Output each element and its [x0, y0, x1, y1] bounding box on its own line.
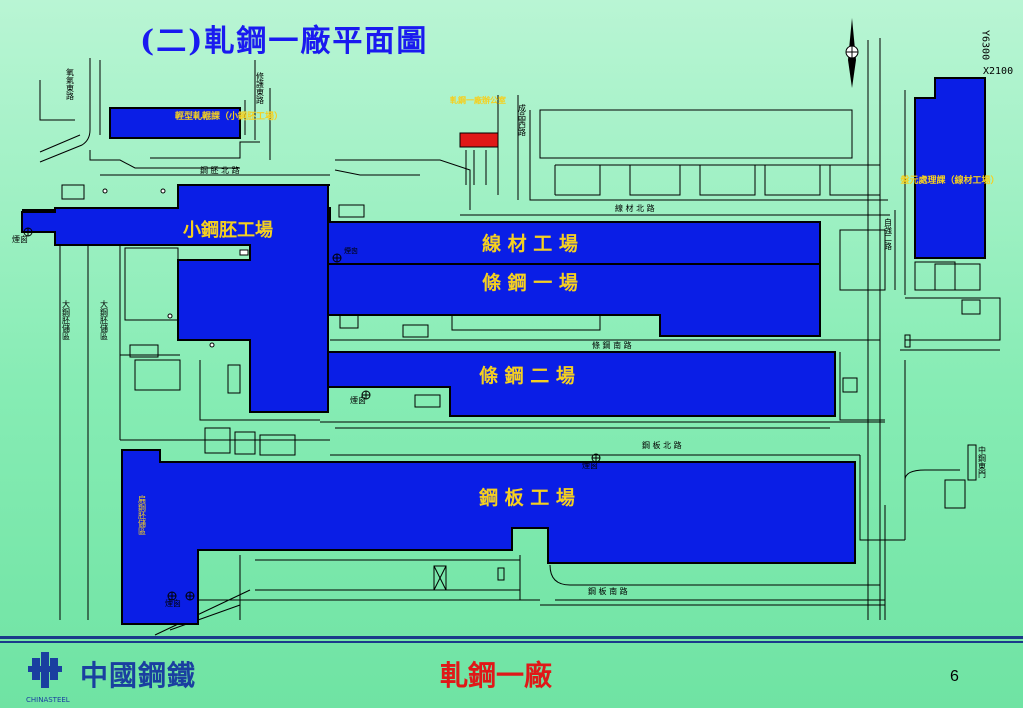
road-zigiang2: 自強二路: [884, 217, 893, 250]
company-name: 中國鋼鐵: [80, 659, 197, 692]
office-building: [459, 132, 499, 148]
compass-icon: [845, 18, 859, 88]
label-plate: 鋼 板 工 場: [478, 486, 575, 509]
plant-map: 輕型軋輥課（小鋼胚工場） 小鋼胚工場 線 材 工 場 條 鋼 一 場 條 鋼 二…: [12, 18, 1013, 636]
label-small-billet: 小鋼胚工場: [183, 219, 273, 241]
road-repair-east: 修護東路: [256, 71, 265, 104]
label-small-billet-office: 輕型軋輥課（小鋼胚工場）: [175, 110, 283, 122]
building-plate: [121, 449, 856, 625]
chimney-label-3: 煙囪: [350, 395, 366, 405]
chimney-label-4: 煙囪: [582, 460, 598, 470]
road-wire-north: 線 材 北 路: [615, 203, 655, 213]
chimney-label-2: 煙囪: [344, 246, 358, 255]
chinasteel-logo-icon: [28, 652, 62, 688]
label-coil: 盤元處理課（線材工場）: [899, 174, 999, 186]
label-office: 軋鋼一廠辦公室: [450, 95, 506, 105]
label-bar1: 條 鋼 一 場: [482, 271, 578, 294]
building-small-billet-office: [109, 107, 241, 139]
footer-line-2: [0, 641, 1023, 643]
road-cs-east-gate: 中鋼東門: [978, 445, 987, 479]
road-plate-south: 鋼 板 南 路: [588, 586, 628, 596]
blue-buildings: [21, 77, 986, 625]
building-coil: [914, 77, 986, 259]
road-product-west: 成品西路: [518, 103, 527, 136]
area-flat-yard: 扁鋼胚儲區: [138, 494, 147, 535]
road-bar-south: 條 鋼 南 路: [592, 340, 632, 350]
footer-line: [0, 636, 1023, 639]
label-bar2: 條 鋼 二 場: [479, 364, 575, 387]
company-name-en: CHINASTEEL: [26, 696, 70, 704]
building-bar1: [327, 263, 821, 337]
footer-plant-name: 軋鋼一廠: [440, 659, 553, 692]
chimney-label-5: 煙囪: [165, 598, 181, 608]
road-plate-north: 鋼 板 北 路: [642, 440, 682, 450]
chimney-icons: [23, 227, 601, 601]
building-bar2: [327, 351, 836, 417]
page-title: (二)軋鋼一廠平面圖: [140, 24, 429, 59]
area-yard2: 大鋼胚儲區: [100, 299, 109, 340]
label-wire-rod: 線 材 工 場: [482, 232, 578, 255]
coord-y: Y6300: [980, 30, 991, 60]
road-billet-north: 鋼 胚 北 路: [200, 165, 240, 175]
page-number: 6: [950, 668, 959, 685]
road-oxygen-east: 氧氣東路: [66, 67, 75, 100]
coord-x: X2100: [983, 66, 1013, 77]
chimney-label-1: 煙囪: [12, 234, 28, 244]
area-yard1: 大鋼胚儲區: [62, 299, 71, 340]
building-small-billet: [21, 184, 329, 413]
building-wire-rod: [327, 221, 821, 265]
